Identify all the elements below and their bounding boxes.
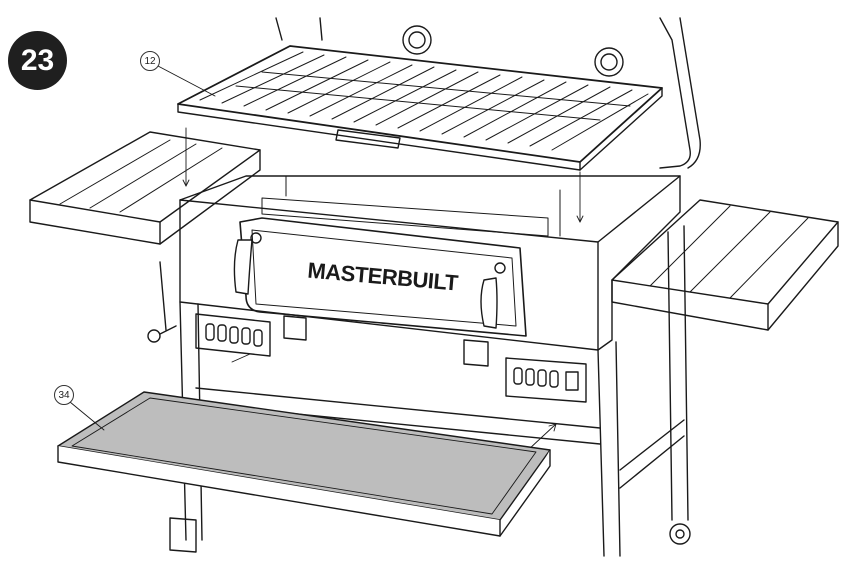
brand-logo: MASTERBUILT [307,258,460,296]
left-side-shelf [29,131,261,245]
right-side-shelf [611,199,839,331]
ash-tray [57,391,551,537]
left-vent-plate [195,313,271,357]
step-number-badge: 23 [8,31,67,90]
callout-label: 34 [58,389,70,401]
step-number: 23 [20,43,55,77]
leader-line-34 [69,401,105,431]
raised-lid [275,17,701,169]
grill-frame [147,225,691,557]
callout-34: 34 [54,385,74,405]
grill-body [179,175,681,351]
callout-12: 12 [140,51,160,71]
callout-label: 12 [144,55,156,67]
ash-door [233,217,527,367]
leader-line-12 [157,65,216,97]
cooking-grate [177,45,663,171]
right-vent-plate [505,357,587,403]
guide-arrows [182,127,584,451]
